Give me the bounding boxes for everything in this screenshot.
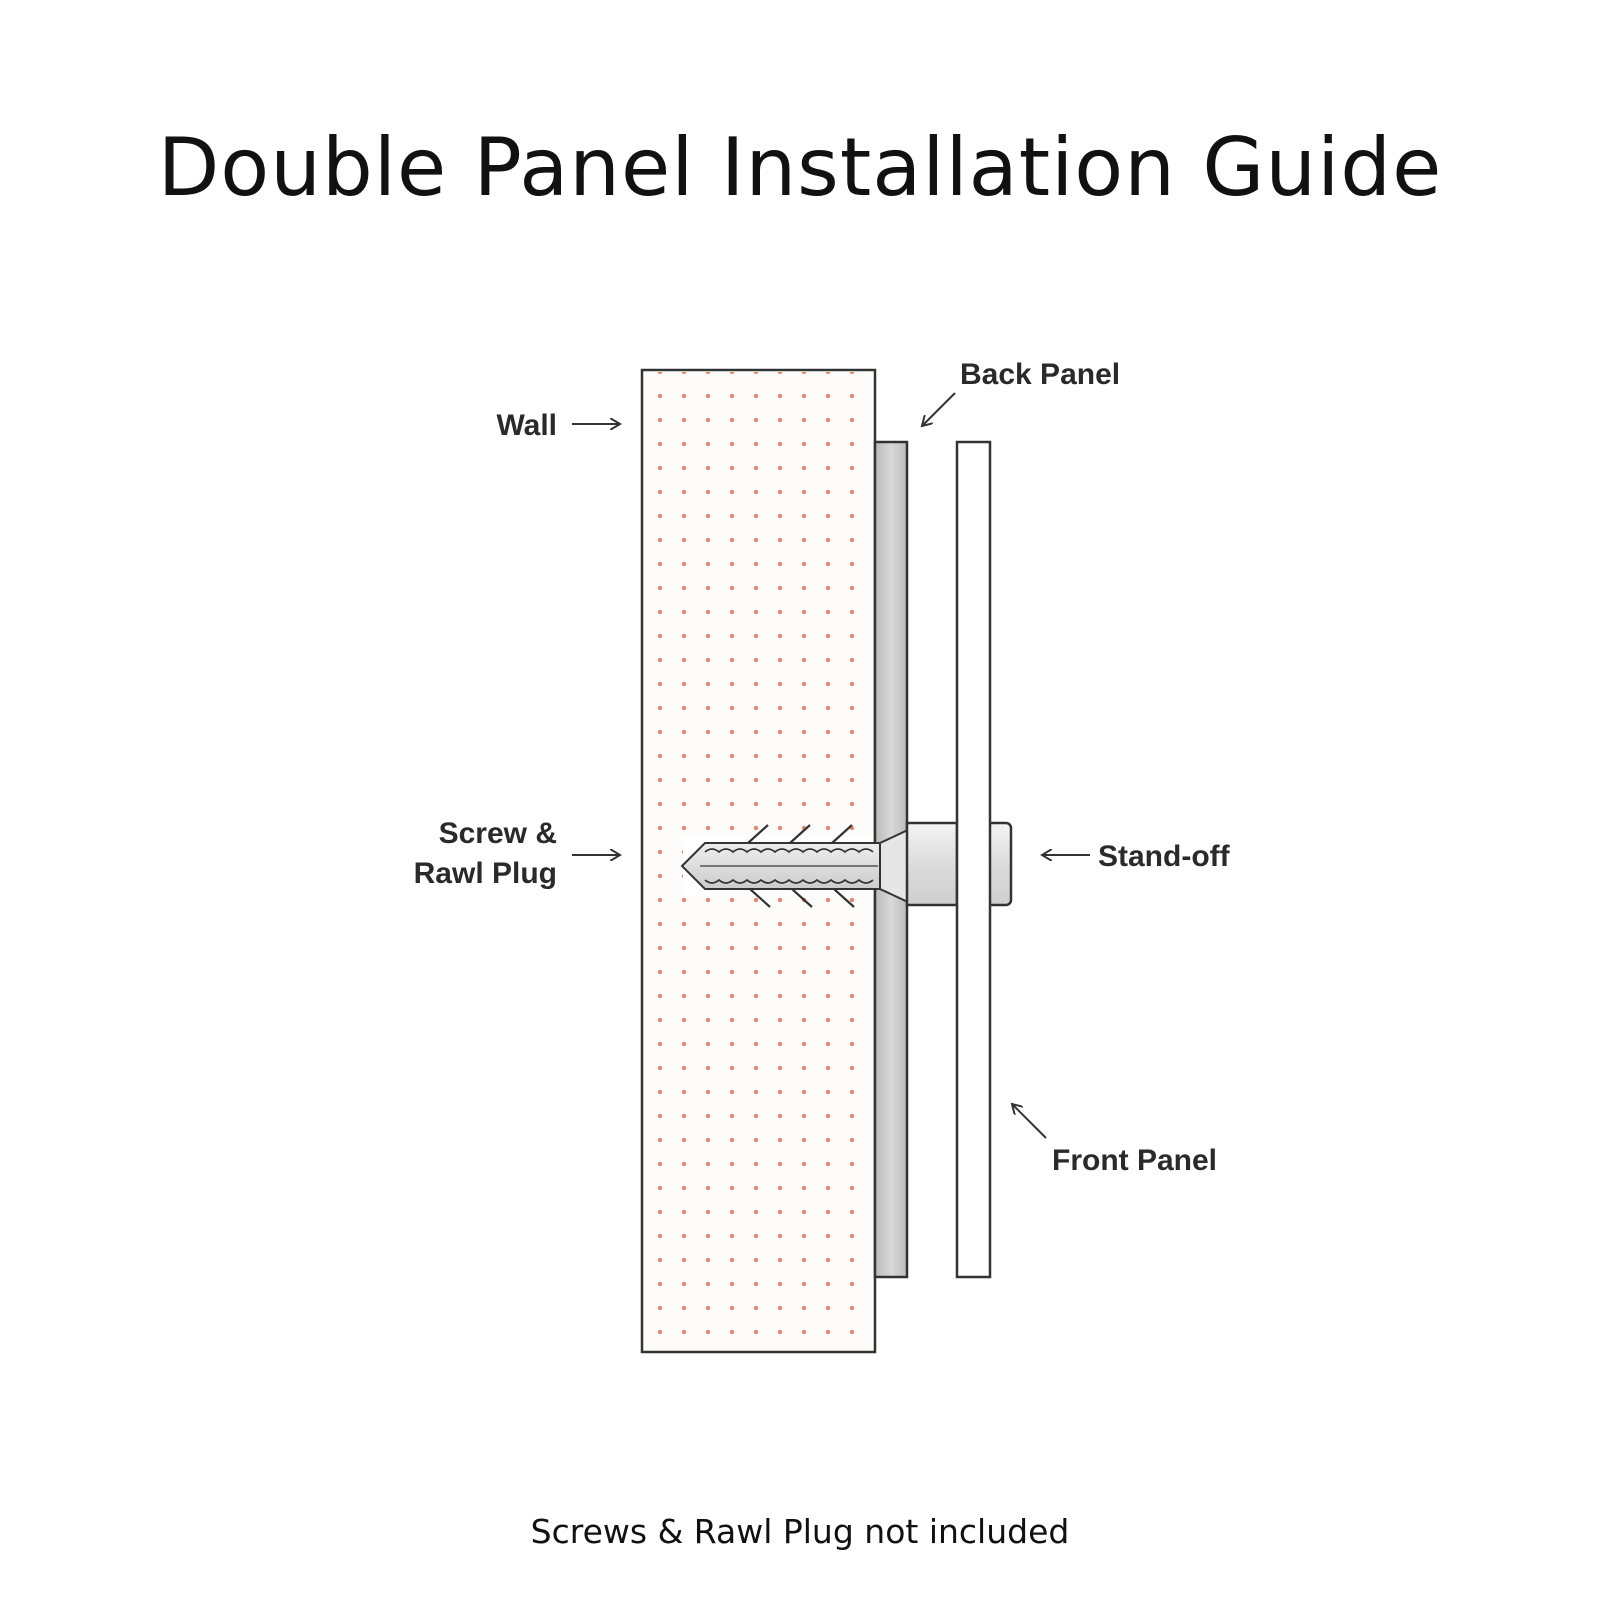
back-panel-arrow (922, 392, 956, 426)
screw-label-line1: Screw & (439, 817, 557, 850)
back-panel-label: Back Panel (960, 358, 1120, 391)
page-title: Double Panel Installation Guide (157, 121, 1443, 214)
screw-and-rawl-plug (680, 824, 909, 908)
stand-off (905, 821, 1013, 907)
front-panel-label: Front Panel (1052, 1144, 1217, 1177)
standoff-label: Stand-off (1098, 840, 1231, 873)
footnote: Screws & Rawl Plug not included (530, 1512, 1070, 1551)
wall-label: Wall (496, 409, 557, 442)
screw-label-line2: Rawl Plug (414, 857, 557, 890)
front-panel (955, 440, 992, 1279)
front-panel-arrow (1012, 1104, 1047, 1139)
